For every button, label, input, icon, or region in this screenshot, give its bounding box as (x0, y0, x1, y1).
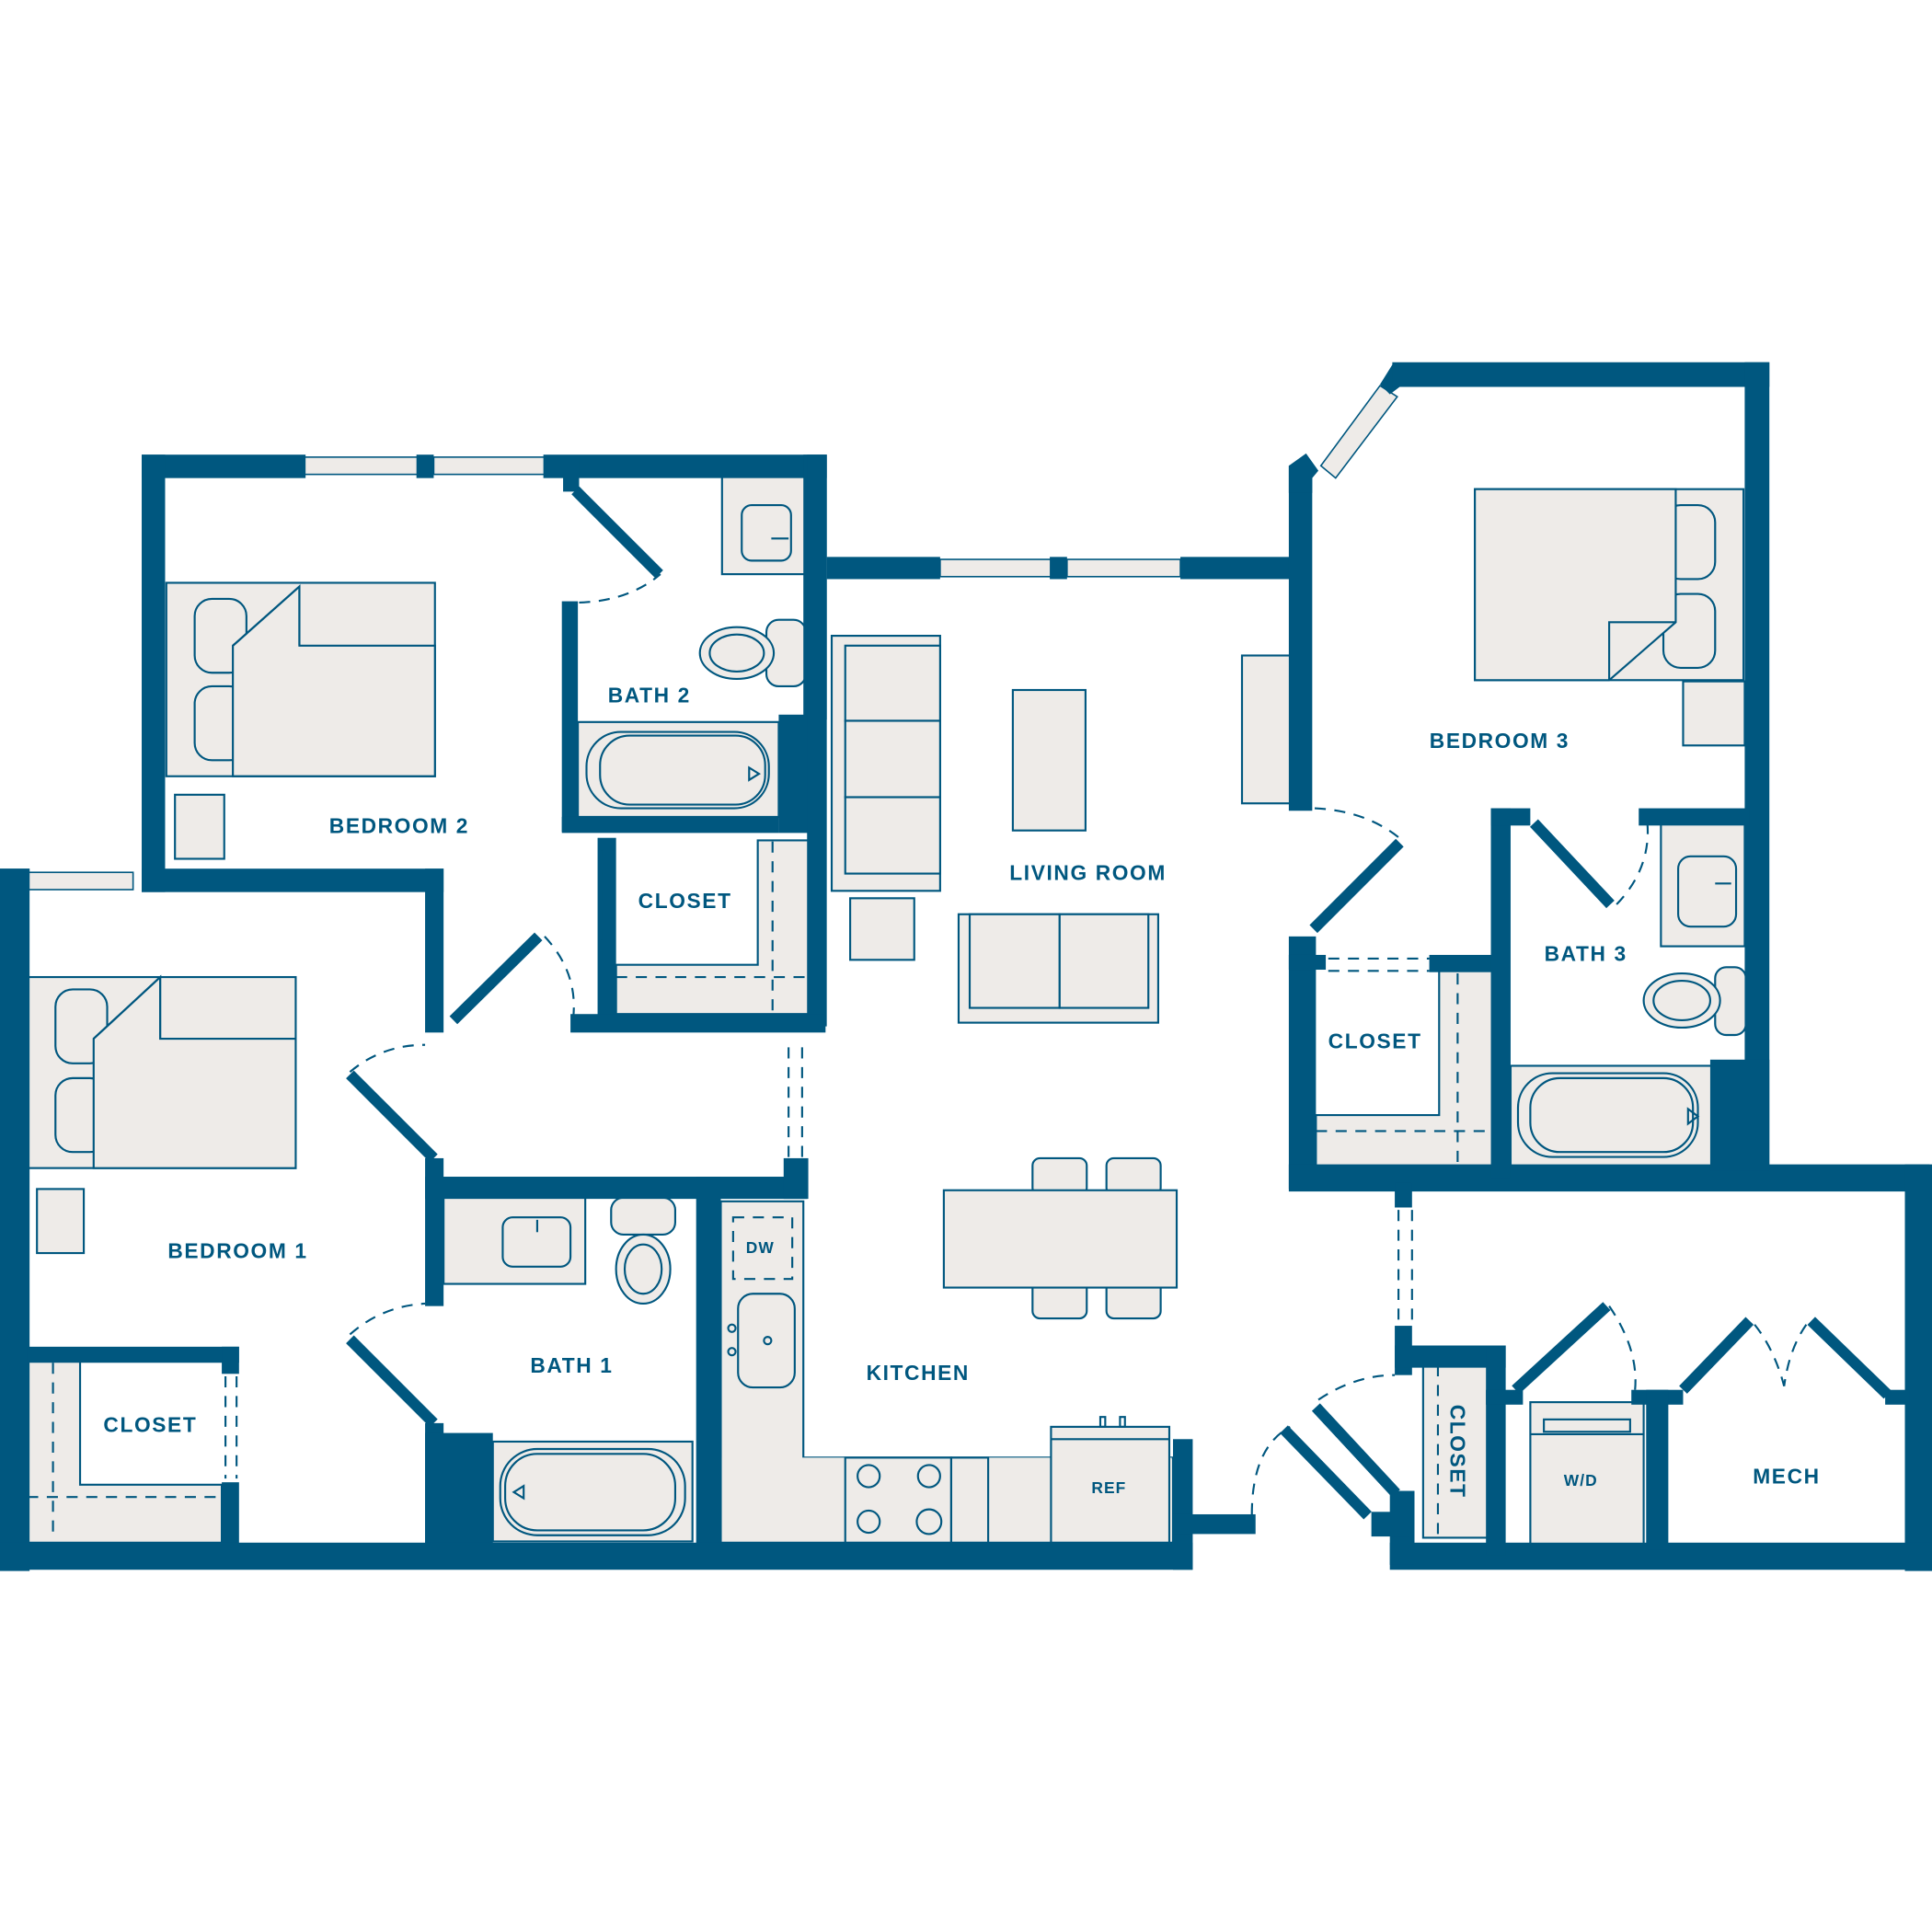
toilet-icon (610, 1196, 676, 1305)
room-label-closet-bedroom-3: CLOSET (1328, 1029, 1422, 1053)
dishwasher-icon (731, 1216, 794, 1281)
nightstand-icon (36, 1188, 86, 1255)
nightstand-icon (174, 793, 225, 860)
vanity-sink-icon (1660, 822, 1746, 948)
sofa-icon (830, 634, 941, 892)
room-label-bedroom-1: BEDROOM 1 (167, 1238, 307, 1262)
room-label-closet-bedroom-1: CLOSET (103, 1412, 197, 1436)
vanity-sink-icon (720, 470, 810, 576)
room-label-bath-3: BATH 3 (1545, 942, 1627, 966)
room-label-bath-1: BATH 1 (530, 1353, 613, 1377)
appliance-label-refrigerator: REF (1091, 1478, 1126, 1497)
tv-console-icon (1240, 654, 1293, 805)
room-label-closet-bedroom-2: CLOSET (638, 889, 732, 913)
room-labels: BEDROOM 2 BATH 2 CLOSET LIVING ROOM BEDR… (103, 683, 1820, 1499)
walls (0, 362, 1932, 1571)
bed-icon (26, 974, 297, 1169)
side-table-icon (849, 897, 915, 961)
nightstand-icon (1682, 680, 1746, 747)
bathtub-icon (1509, 1064, 1713, 1167)
bed-icon (1474, 488, 1745, 682)
room-label-living-room: LIVING ROOM (1009, 860, 1167, 884)
stove-icon (857, 1464, 943, 1535)
kitchen-counter (719, 1200, 1175, 1544)
room-label-bedroom-3: BEDROOM 3 (1430, 729, 1570, 753)
dining-table-icon (942, 1156, 1179, 1320)
room-label-kitchen: KITCHEN (867, 1361, 970, 1385)
doors (346, 486, 1892, 1520)
bed-icon (165, 581, 436, 777)
room-label-closet-entry: CLOSET (1445, 1405, 1469, 1499)
room-label-bath-2: BATH 2 (608, 683, 691, 707)
loveseat-icon (957, 913, 1159, 1024)
room-label-bedroom-2: BEDROOM 2 (329, 813, 469, 837)
bathtub-icon (491, 1440, 694, 1543)
vanity-sink-icon (443, 1196, 587, 1285)
toilet-icon (698, 618, 807, 688)
bathtub-icon (577, 720, 780, 819)
room-label-mech: MECH (1753, 1464, 1820, 1488)
openings (224, 850, 1430, 1479)
appliance-label-washer-dryer: W/D (1564, 1471, 1598, 1489)
coffee-table-icon (1011, 688, 1087, 832)
toilet-icon (1642, 966, 1747, 1037)
kitchen-sink-icon (727, 1293, 796, 1389)
washer-dryer-icon (1529, 1401, 1645, 1554)
fixtures (26, 470, 1747, 1554)
appliance-label-dishwasher: DW (746, 1238, 775, 1257)
